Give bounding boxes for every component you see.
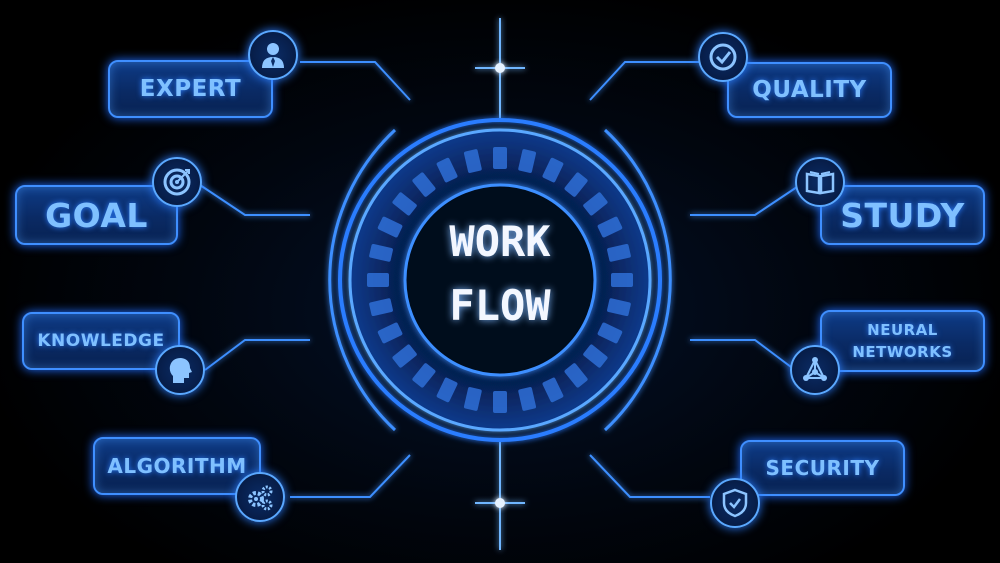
ring-segment [564,172,588,197]
ring-segment [436,377,458,403]
ring-segment [392,192,417,216]
label-knowledge-text: KNOWLEDGE [37,331,165,351]
ring-segment [493,147,507,169]
book-icon [795,157,845,207]
gears-icon [235,472,285,522]
businessman-icon [248,30,298,80]
ring-segment [367,273,389,287]
ring-segment [518,387,537,411]
segment-ring [367,147,633,413]
shield-check-icon [710,478,760,528]
label-study: STUDY [820,185,985,245]
ring-segment [597,322,623,344]
ring-segment [607,243,631,262]
ring-segment [412,172,436,197]
label-goal: GOAL [15,185,178,245]
ring-segment [542,377,564,403]
ring-segment [463,387,482,411]
label-security-text: SECURITY [765,456,880,480]
label-algorithm-text: ALGORITHM [107,454,247,478]
ring-segment [377,322,403,344]
ring-segment [607,298,631,317]
label-security: SECURITY [740,440,905,496]
center-title: WORK FLOW [400,210,600,338]
ring-segment [611,273,633,287]
label-study-text: STUDY [840,195,965,235]
ring-segment [583,192,608,216]
ring-segment [392,344,417,368]
ring-segment [542,157,564,183]
ring-segment [369,298,393,317]
label-quality: QUALITY [727,62,892,118]
ring-segment [564,363,588,388]
ring-segment [369,243,393,262]
network-icon [790,345,840,395]
ring-segment [518,149,537,173]
center-title-line2: FLOW [449,281,551,330]
head-profile-icon [155,345,205,395]
center-title-line1: WORK [449,217,551,266]
target-icon [152,157,202,207]
ring-segment [493,391,507,413]
label-algorithm: ALGORITHM [93,437,261,495]
label-expert-text: EXPERT [139,76,242,102]
ring-segment [377,216,403,238]
label-neural-line2: NETWORKS [852,343,953,361]
ring-segment [436,157,458,183]
ring-segment [597,216,623,238]
label-neural-networks: NEURAL NETWORKS [820,310,985,372]
ring-segment [583,344,608,368]
checkmark-icon [698,32,748,82]
label-knowledge: KNOWLEDGE [22,312,180,370]
label-goal-text: GOAL [45,195,148,235]
label-quality-text: QUALITY [752,77,867,103]
ring-segment [412,363,436,388]
label-expert: EXPERT [108,60,273,118]
label-neural-line1: NEURAL [867,321,938,339]
ring-segment [463,149,482,173]
